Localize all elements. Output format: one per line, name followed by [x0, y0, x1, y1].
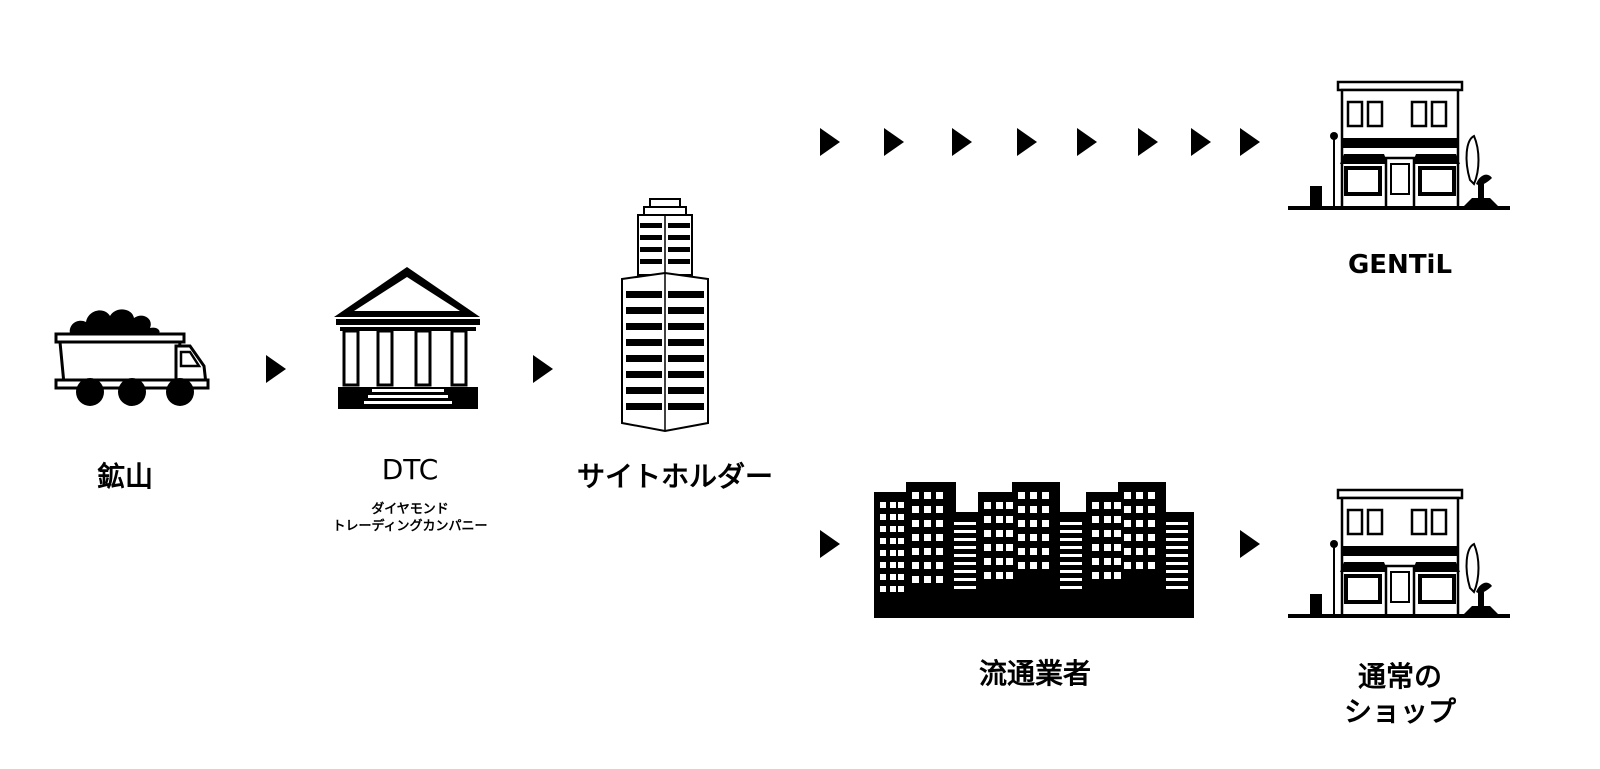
arrow-right-icon: [820, 128, 840, 156]
arrow-right-icon: [820, 530, 840, 558]
dtc-sublabel-line1: ダイヤモンド: [371, 502, 449, 517]
regular-shop-label-line1: 通常の: [1357, 660, 1442, 693]
arrow-right-icon: [533, 355, 553, 383]
arrow-right-icon: [1191, 128, 1211, 156]
city-buildings-icon: [874, 482, 1194, 618]
dump-truck-icon: [54, 309, 210, 406]
arrow-right-icon: [266, 355, 286, 383]
arrow-right-icon: [1017, 128, 1037, 156]
arrow-right-icon: [1077, 128, 1097, 156]
regular-shop-label-line2: ショップ: [1343, 695, 1456, 728]
arrow-right-icon: [1240, 128, 1260, 156]
dtc-label: DTC: [381, 453, 439, 486]
mine-label: 鉱山: [96, 460, 153, 493]
arrow-right-icon: [884, 128, 904, 156]
shop-storefront-icon: [1288, 488, 1510, 618]
distributors-label: 流通業者: [978, 657, 1091, 690]
sightholder-label: サイトホルダー: [576, 460, 773, 493]
arrow-right-icon: [952, 128, 972, 156]
shop-storefront-icon: [1288, 80, 1510, 210]
skyscraper-icon: [621, 198, 709, 433]
dtc-sublabel-line2: トレーディングカンパニー: [332, 519, 488, 534]
bank-building-icon: [334, 267, 480, 409]
arrow-right-icon: [1240, 530, 1260, 558]
gentil-label: GENTiL: [1347, 250, 1453, 280]
arrow-right-icon: [1138, 128, 1158, 156]
